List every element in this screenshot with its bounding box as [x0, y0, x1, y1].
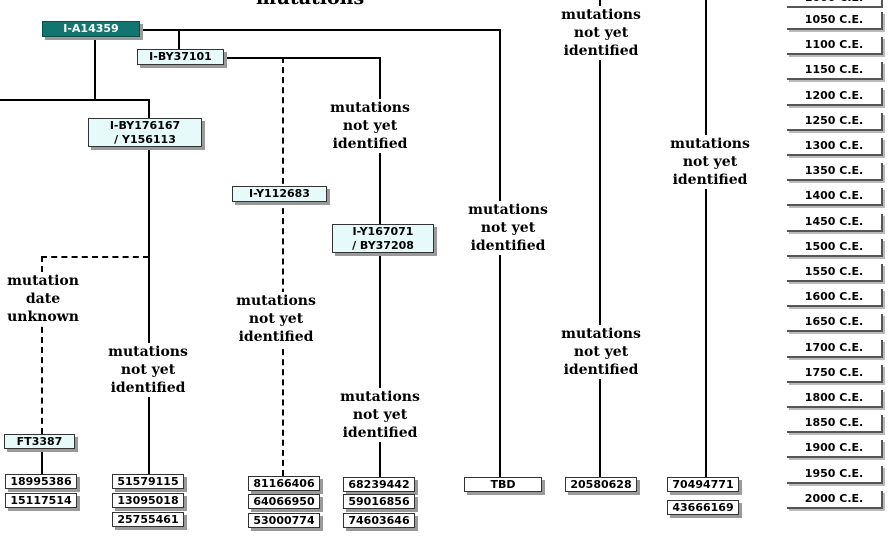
year-label: 2000 C.E.	[787, 491, 883, 509]
year-label: 1200 C.E.	[787, 88, 883, 106]
note-not-yet-col6-top: mutations not yet identified	[557, 6, 645, 60]
node-by176167[interactable]: I-BY176167 / Y156113	[88, 118, 202, 147]
line-by37101-right	[224, 57, 381, 59]
year-label: 1050 C.E.	[787, 12, 883, 30]
node-y167071[interactable]: I-Y167071 / BY37208	[332, 224, 434, 253]
year-label: 1850 C.E.	[787, 415, 883, 433]
kit-box[interactable]: 59016856	[343, 494, 415, 509]
line-y167071-branch	[379, 57, 381, 477]
note-not-yet-col2: mutations not yet identified	[104, 343, 192, 397]
kit-box[interactable]: 51579115	[112, 474, 184, 489]
line-ft3387-down	[41, 448, 43, 476]
year-label: 1250 C.E.	[787, 113, 883, 131]
kit-box[interactable]: 43666169	[667, 500, 739, 515]
note-not-yet-col4: mutations not yet identified	[336, 388, 424, 442]
year-label: 1900 C.E.	[787, 440, 883, 458]
note-not-yet-col5: mutations not yet identified	[464, 201, 552, 255]
year-label: 1750 C.E.	[787, 365, 883, 383]
year-label: 1500 C.E.	[787, 239, 883, 257]
year-label-partial: 1000 C.E.	[787, 0, 883, 8]
kit-box[interactable]: TBD	[464, 477, 542, 492]
year-label: 1700 C.E.	[787, 340, 883, 358]
page-title: mutations	[256, 0, 364, 9]
kit-box[interactable]: 70494771	[667, 477, 739, 492]
note-not-yet-col3: mutations not yet identified	[232, 292, 320, 346]
line-to-by37101	[178, 29, 180, 50]
kit-box[interactable]: 13095018	[112, 493, 184, 508]
line-by176167-down	[148, 146, 150, 477]
year-label: 1100 C.E.	[787, 37, 883, 55]
kit-box[interactable]: 74603646	[343, 513, 415, 528]
node-y112683[interactable]: I-Y112683	[232, 186, 327, 202]
line-root-right	[140, 29, 501, 31]
kit-box[interactable]: 64066950	[248, 494, 320, 509]
year-label: 1300 C.E.	[787, 138, 883, 156]
year-label: 1950 C.E.	[787, 466, 883, 484]
kit-box[interactable]: 15117514	[5, 493, 77, 508]
kit-box[interactable]: 25755461	[112, 512, 184, 527]
line-col6-branch	[599, 0, 601, 479]
line-root-down	[94, 36, 96, 100]
kit-box[interactable]: 18995386	[5, 474, 77, 489]
line-left-horizontal	[0, 99, 150, 101]
year-label: 1800 C.E.	[787, 390, 883, 408]
line-col7-branch	[705, 0, 707, 479]
line-dashed-ft3387	[41, 256, 43, 434]
kit-box[interactable]: 53000774	[248, 513, 320, 528]
year-label: 1600 C.E.	[787, 289, 883, 307]
year-label: 1550 C.E.	[787, 264, 883, 282]
note-not-yet-col6: mutations not yet identified	[557, 325, 645, 379]
year-label: 1400 C.E.	[787, 188, 883, 206]
note-not-yet-by37101: mutations not yet identified	[326, 99, 414, 153]
kit-box[interactable]: 81166406	[248, 476, 320, 491]
year-label: 1650 C.E.	[787, 314, 883, 332]
kit-box[interactable]: 68239442	[343, 477, 415, 492]
line-to-by176167	[148, 99, 150, 119]
node-ft3387[interactable]: FT3387	[4, 434, 75, 449]
node-by37101[interactable]: I-BY37101	[137, 49, 224, 65]
year-label: 1450 C.E.	[787, 214, 883, 232]
line-dashed-y112683	[282, 57, 284, 476]
line-dashed-horizontal	[41, 256, 149, 258]
kit-box[interactable]: 20580628	[565, 477, 637, 492]
note-mutation-date-unknown: mutation date unknown	[6, 272, 80, 326]
note-not-yet-col7: mutations not yet identified	[666, 135, 754, 189]
year-label: 1350 C.E.	[787, 163, 883, 181]
year-label: 1150 C.E.	[787, 62, 883, 80]
node-root[interactable]: I-A14359	[42, 21, 140, 37]
